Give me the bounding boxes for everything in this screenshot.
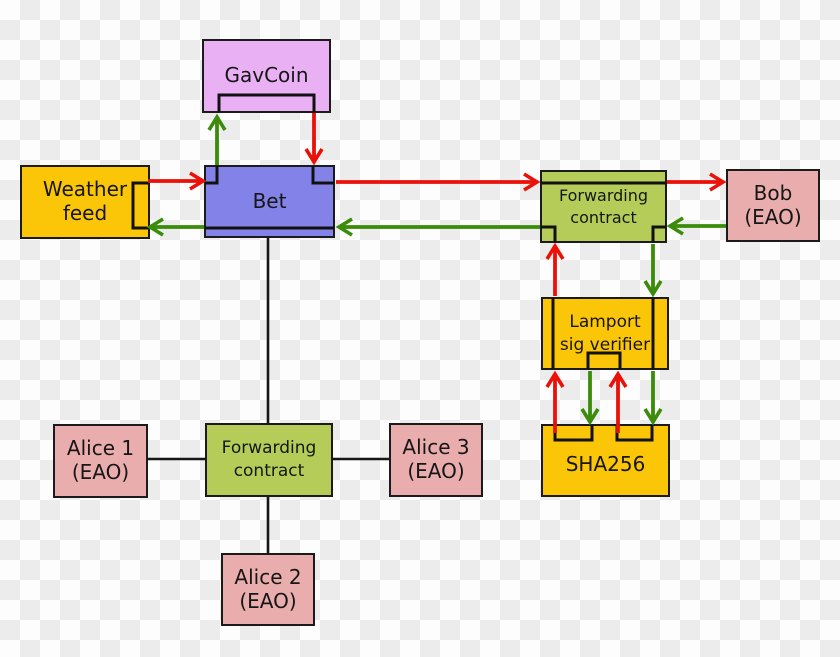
node-forwarding-contract-bottom: Forwarding contract [205,423,333,497]
node-gavcoin: GavCoin [202,39,331,113]
node-alice1-eao: Alice 1 (EAO) [53,424,148,498]
node-forwarding-contract-right: Forwarding contract [540,170,667,243]
node-alice3-eao: Alice 3 (EAO) [389,423,483,497]
node-sha256: SHA256 [541,424,670,497]
node-lamport-sig-verifier: Lamport sig verifier [541,297,669,370]
node-bob-eao: Bob (EAO) [726,169,820,242]
node-alice2-eao: Alice 2 (EAO) [221,553,315,626]
node-bet: Bet [204,165,335,238]
node-weather-feed: Weather feed [20,165,150,239]
